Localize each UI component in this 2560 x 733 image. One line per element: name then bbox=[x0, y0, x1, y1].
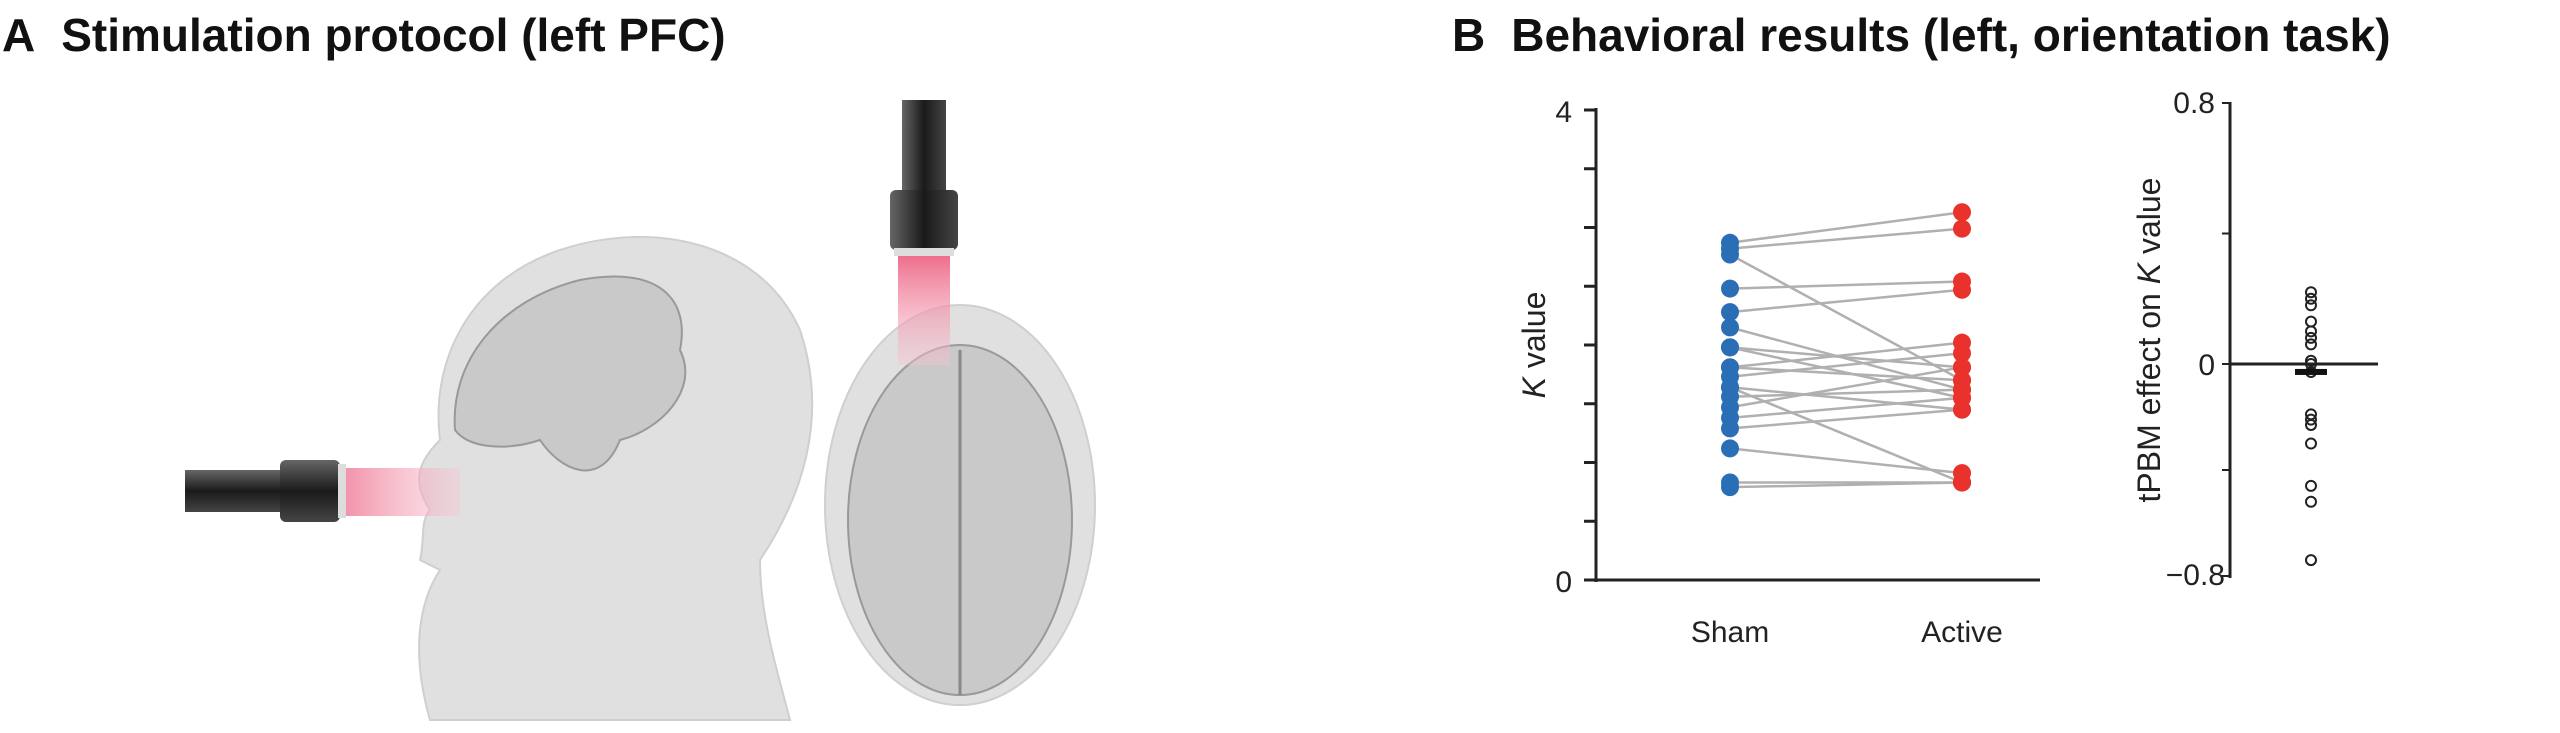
pair-line bbox=[1729, 341, 1963, 369]
flashlight-side-icon bbox=[185, 460, 346, 522]
sham-point bbox=[1721, 303, 1739, 322]
active-point bbox=[1953, 203, 1971, 222]
pair-line bbox=[1729, 447, 1963, 475]
top-head-illustration bbox=[824, 304, 1096, 706]
active-point bbox=[1953, 400, 1971, 419]
tpbm-effect-chart: 0.8 0 −0.8 tPBM effect on K value bbox=[2131, 87, 2378, 592]
y-tick-label-bottom: 0 bbox=[1555, 566, 1572, 599]
y-tick-label-top: 4 bbox=[1555, 96, 1572, 129]
active-point bbox=[1953, 280, 1971, 299]
pair-line bbox=[1729, 386, 1963, 411]
active-point bbox=[1953, 344, 1971, 363]
sham-point bbox=[1721, 245, 1739, 264]
panel-b-title: B Behavioral results (left, orientation t… bbox=[1452, 8, 2391, 62]
y-tick-label-bottom: −0.8 bbox=[2166, 559, 2225, 592]
effect-point bbox=[2305, 286, 2317, 299]
pair-line bbox=[1729, 481, 1963, 489]
pair-line bbox=[1729, 288, 1963, 314]
mean-bar bbox=[2295, 368, 2327, 375]
pair-line bbox=[1729, 280, 1963, 290]
pair-line bbox=[1729, 386, 1963, 484]
active-point bbox=[1953, 473, 1971, 492]
effect-point bbox=[2305, 315, 2317, 328]
y-tick-label-top: 0.8 bbox=[2173, 87, 2215, 120]
active-point bbox=[1953, 358, 1971, 377]
effect-point bbox=[2305, 495, 2317, 508]
panel-letter: B bbox=[1452, 9, 1486, 61]
effect-point bbox=[2305, 413, 2317, 426]
panel-title-text: Behavioral results (left, orientation ta… bbox=[1511, 9, 2391, 61]
x-tick-label-sham: Sham bbox=[1691, 616, 1769, 649]
sham-point bbox=[1721, 419, 1739, 438]
pair-line bbox=[1729, 388, 1963, 398]
flashlight-top-icon bbox=[890, 100, 958, 256]
brain-side-icon bbox=[453, 275, 687, 472]
effect-point bbox=[2305, 292, 2317, 305]
pair-line bbox=[1729, 227, 1963, 250]
k-value-paired-chart: 4 0 Sham Active K value bbox=[1516, 96, 2040, 649]
pair-line bbox=[1729, 408, 1963, 430]
panel-a-title: A Stimulation protocol (left PFC) bbox=[2, 8, 726, 62]
effect-point bbox=[2305, 437, 2317, 450]
effect-point bbox=[2305, 554, 2317, 567]
effect-point bbox=[2305, 479, 2317, 492]
y-tick-label-zero: 0 bbox=[2198, 349, 2215, 382]
effect-point bbox=[2305, 418, 2317, 431]
pair-line bbox=[1729, 366, 1963, 409]
sham-point bbox=[1721, 439, 1739, 458]
panel-letter: A bbox=[2, 9, 36, 61]
pair-line bbox=[1729, 346, 1963, 369]
side-head-illustration bbox=[418, 236, 814, 721]
panel-title-text: Stimulation protocol (left PFC) bbox=[61, 9, 726, 61]
effect-point bbox=[2305, 325, 2317, 338]
effect-point bbox=[2305, 338, 2317, 351]
active-point bbox=[1953, 219, 1971, 238]
pair-line bbox=[1729, 396, 1963, 420]
pair-line bbox=[1729, 351, 1963, 378]
sham-point bbox=[1721, 338, 1739, 357]
sham-point bbox=[1721, 318, 1739, 337]
pair-line bbox=[1729, 210, 1963, 245]
sham-point bbox=[1721, 279, 1739, 298]
effect-point bbox=[2305, 331, 2317, 344]
x-tick-label-active: Active bbox=[1921, 616, 2003, 649]
light-beam-top bbox=[898, 255, 950, 365]
pair-line bbox=[1729, 366, 1963, 382]
sham-point bbox=[1721, 478, 1739, 497]
y-axis-label: tPBM effect on K value bbox=[2131, 178, 2167, 503]
effect-point bbox=[2305, 299, 2317, 312]
pair-line bbox=[1729, 253, 1963, 382]
y-axis-label: K value bbox=[1516, 292, 1552, 399]
